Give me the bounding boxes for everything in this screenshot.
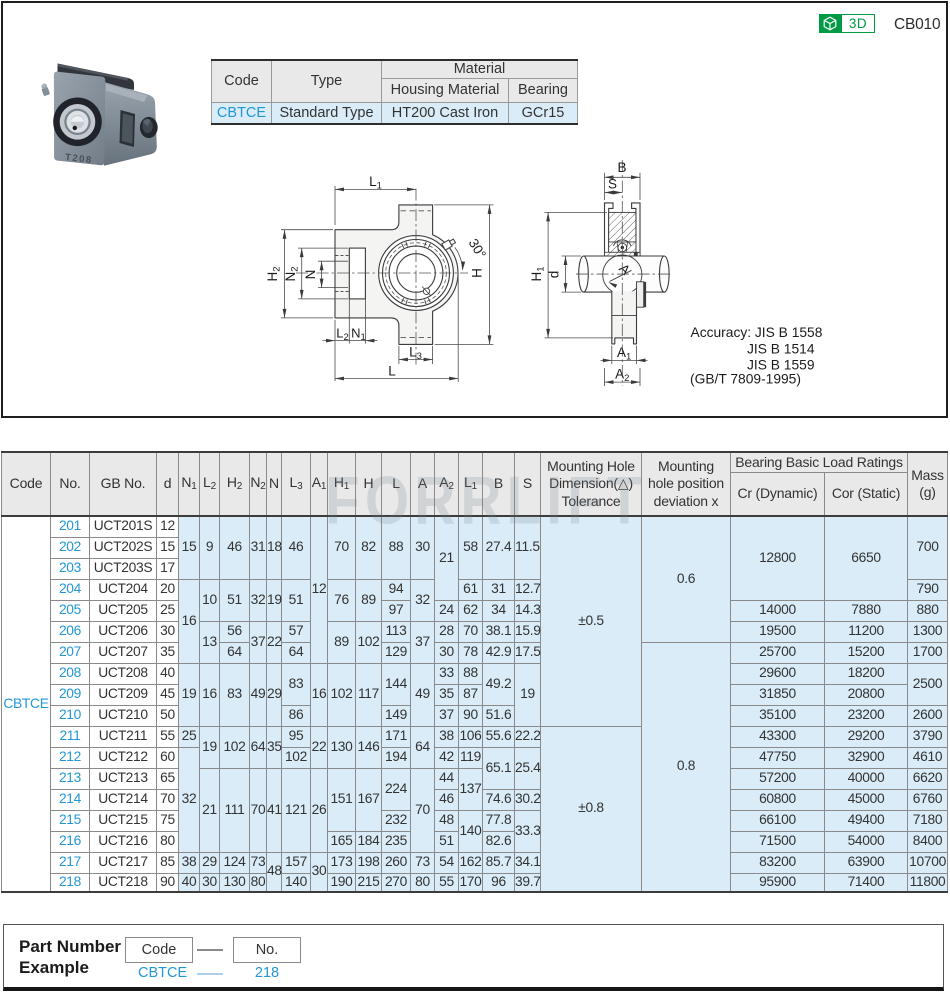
- svg-text:H: H: [470, 268, 485, 278]
- svg-text:Accuracy: JIS B 1558: Accuracy: JIS B 1558: [691, 325, 823, 340]
- svg-text:B: B: [617, 160, 626, 175]
- svg-text:L: L: [388, 364, 396, 379]
- svg-text:A2: A2: [615, 367, 629, 385]
- svg-text:N2: N2: [283, 266, 301, 281]
- svg-text:(GB/T 7809-1995): (GB/T 7809-1995): [690, 372, 801, 387]
- svg-text:N1: N1: [351, 326, 366, 344]
- svg-text:30°: 30°: [466, 236, 490, 261]
- svg-text:N: N: [303, 270, 318, 280]
- svg-text:JIS B 1514: JIS B 1514: [747, 341, 815, 356]
- svg-text:JIS B 1559: JIS B 1559: [747, 357, 815, 372]
- svg-text:H1: H1: [529, 266, 547, 281]
- svg-text:d: d: [547, 271, 562, 279]
- svg-text:A1: A1: [617, 345, 631, 363]
- svg-text:L1: L1: [369, 174, 382, 192]
- svg-text:T208: T208: [64, 152, 93, 166]
- svg-text:L2: L2: [336, 326, 349, 344]
- svg-text:S: S: [608, 177, 617, 192]
- svg-text:L3: L3: [409, 345, 422, 363]
- svg-text:H2: H2: [265, 266, 283, 281]
